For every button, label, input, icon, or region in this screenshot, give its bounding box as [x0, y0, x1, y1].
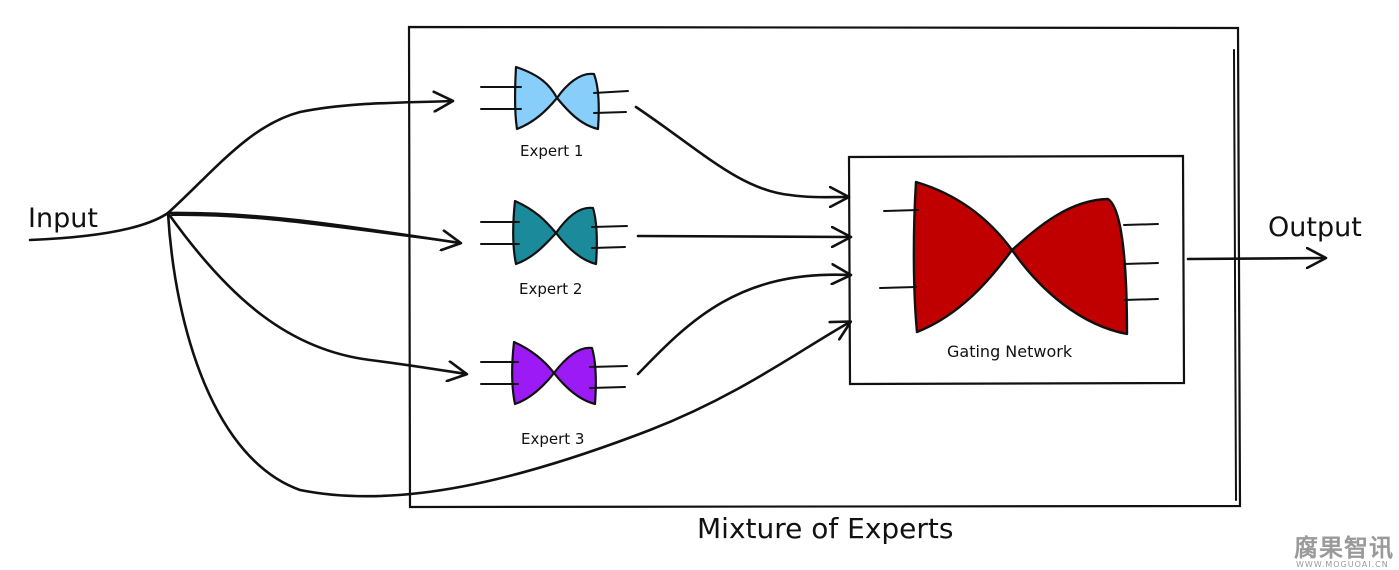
gating-network-node [879, 180, 1159, 336]
expert-3-shape [511, 340, 597, 406]
output-connection [1186, 258, 1325, 259]
input-connections [28, 101, 850, 498]
gating-network-box [847, 154, 1186, 386]
expert-2-label: Expert 2 [519, 280, 582, 298]
expert-1-label: Expert 1 [520, 142, 583, 160]
expert-2-shape [512, 199, 598, 266]
expert-2-node [480, 199, 628, 266]
expert-3-label: Expert 3 [521, 430, 584, 448]
container-title: Mixture of Experts [697, 512, 953, 545]
moe-container [407, 25, 1242, 509]
output-label: Output [1268, 212, 1362, 243]
watermark-text: 腐果智讯 [1294, 534, 1394, 562]
expert-1-shape [513, 65, 600, 131]
watermark-subtext: WWW.MOGUOAI.CN [1296, 560, 1389, 569]
expert-to-gating-connections [634, 105, 850, 376]
expert-1-node [480, 65, 629, 131]
gating-network-label: Gating Network [947, 342, 1073, 361]
gating-network-shape [912, 180, 1129, 336]
expert-3-node [480, 340, 628, 406]
input-label: Input [28, 203, 98, 234]
